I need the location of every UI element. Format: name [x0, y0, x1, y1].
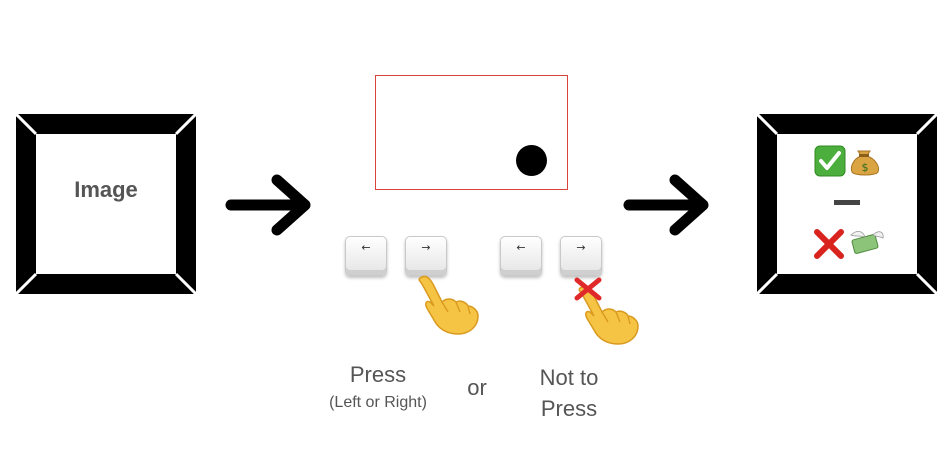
wrong-penalty-row: [814, 229, 884, 259]
not-to-caption: Not to: [539, 365, 599, 390]
correct-reward-row: $: [814, 145, 879, 177]
money-bag-icon: $: [850, 150, 879, 176]
outcome-frame: $ ✅💰 — ❌💸: [757, 114, 937, 294]
left-arrow-key-2: ←: [500, 236, 542, 276]
money-with-wings-icon: [850, 231, 884, 254]
arrow-right-icon-2: [623, 174, 709, 236]
right-arrow-key: →: [405, 236, 447, 276]
press-subcaption: (Left or Right): [329, 394, 427, 411]
press-caption: Press: [349, 362, 407, 387]
pointing-hand-icon-2: [578, 285, 639, 345]
press-caption-2: Press: [540, 396, 598, 421]
game-screen: [375, 75, 568, 190]
cross-mark-icon-2: [814, 229, 844, 259]
frame-border-icon: [16, 114, 196, 294]
cross-mark-icon: [574, 277, 602, 301]
or-caption: or: [467, 375, 487, 400]
right-arrow-key-2: →: [560, 236, 602, 276]
image-label: Image: [74, 177, 138, 202]
left-arrow-key: ←: [345, 236, 387, 276]
frame-border-icon-2: [757, 114, 937, 294]
check-mark-icon: [814, 145, 846, 177]
separator-dash: [834, 200, 860, 205]
target-dot: [516, 145, 547, 176]
svg-text:$: $: [862, 161, 869, 174]
arrow-right-icon: [225, 174, 311, 236]
pointing-hand-icon: [418, 275, 479, 335]
input-image-frame: Image: [16, 114, 196, 294]
